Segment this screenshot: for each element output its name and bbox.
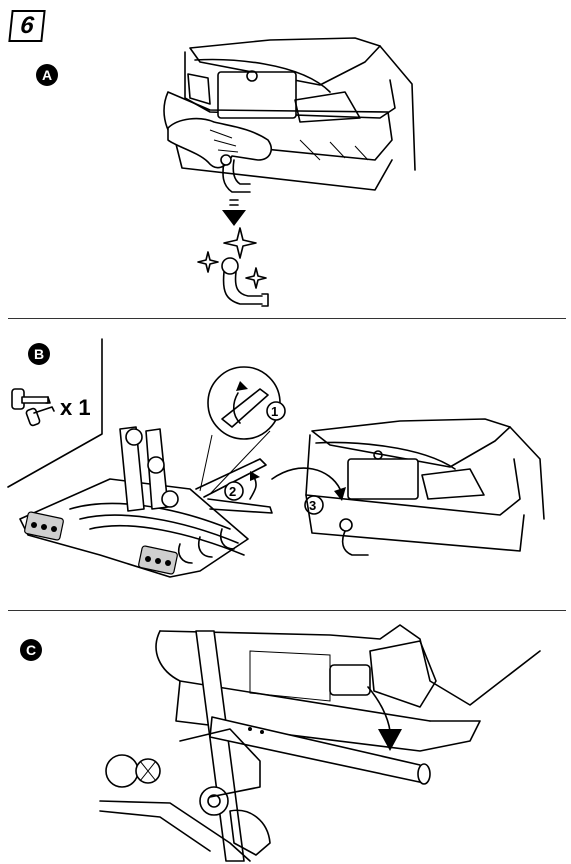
callout-1: 1 (271, 404, 278, 419)
callout-3: 3 (309, 498, 316, 513)
divider-a-b (8, 318, 566, 319)
bike-carrier-mounting-illustration: 1 2 3 (7, 338, 545, 578)
sparkle-icon (197, 227, 267, 289)
panel-a-label: A (36, 64, 58, 86)
key-icon (11, 388, 55, 427)
key-quantity: x 1 (60, 395, 91, 420)
divider-b-c (8, 610, 566, 611)
callout-2: 2 (229, 484, 236, 499)
car-rear-illustration-a (163, 37, 416, 307)
panel-b: B x 1 (0, 319, 571, 609)
carrier-arm-lowering-illustration (99, 624, 541, 862)
panel-c: C (0, 611, 571, 864)
panel-b-label: B (28, 343, 50, 365)
panel-c-label: C (20, 639, 42, 661)
panel-a: 6 A (0, 0, 571, 318)
rotate-arrow-icon (249, 471, 260, 500)
arrow-down-icon (222, 199, 246, 226)
